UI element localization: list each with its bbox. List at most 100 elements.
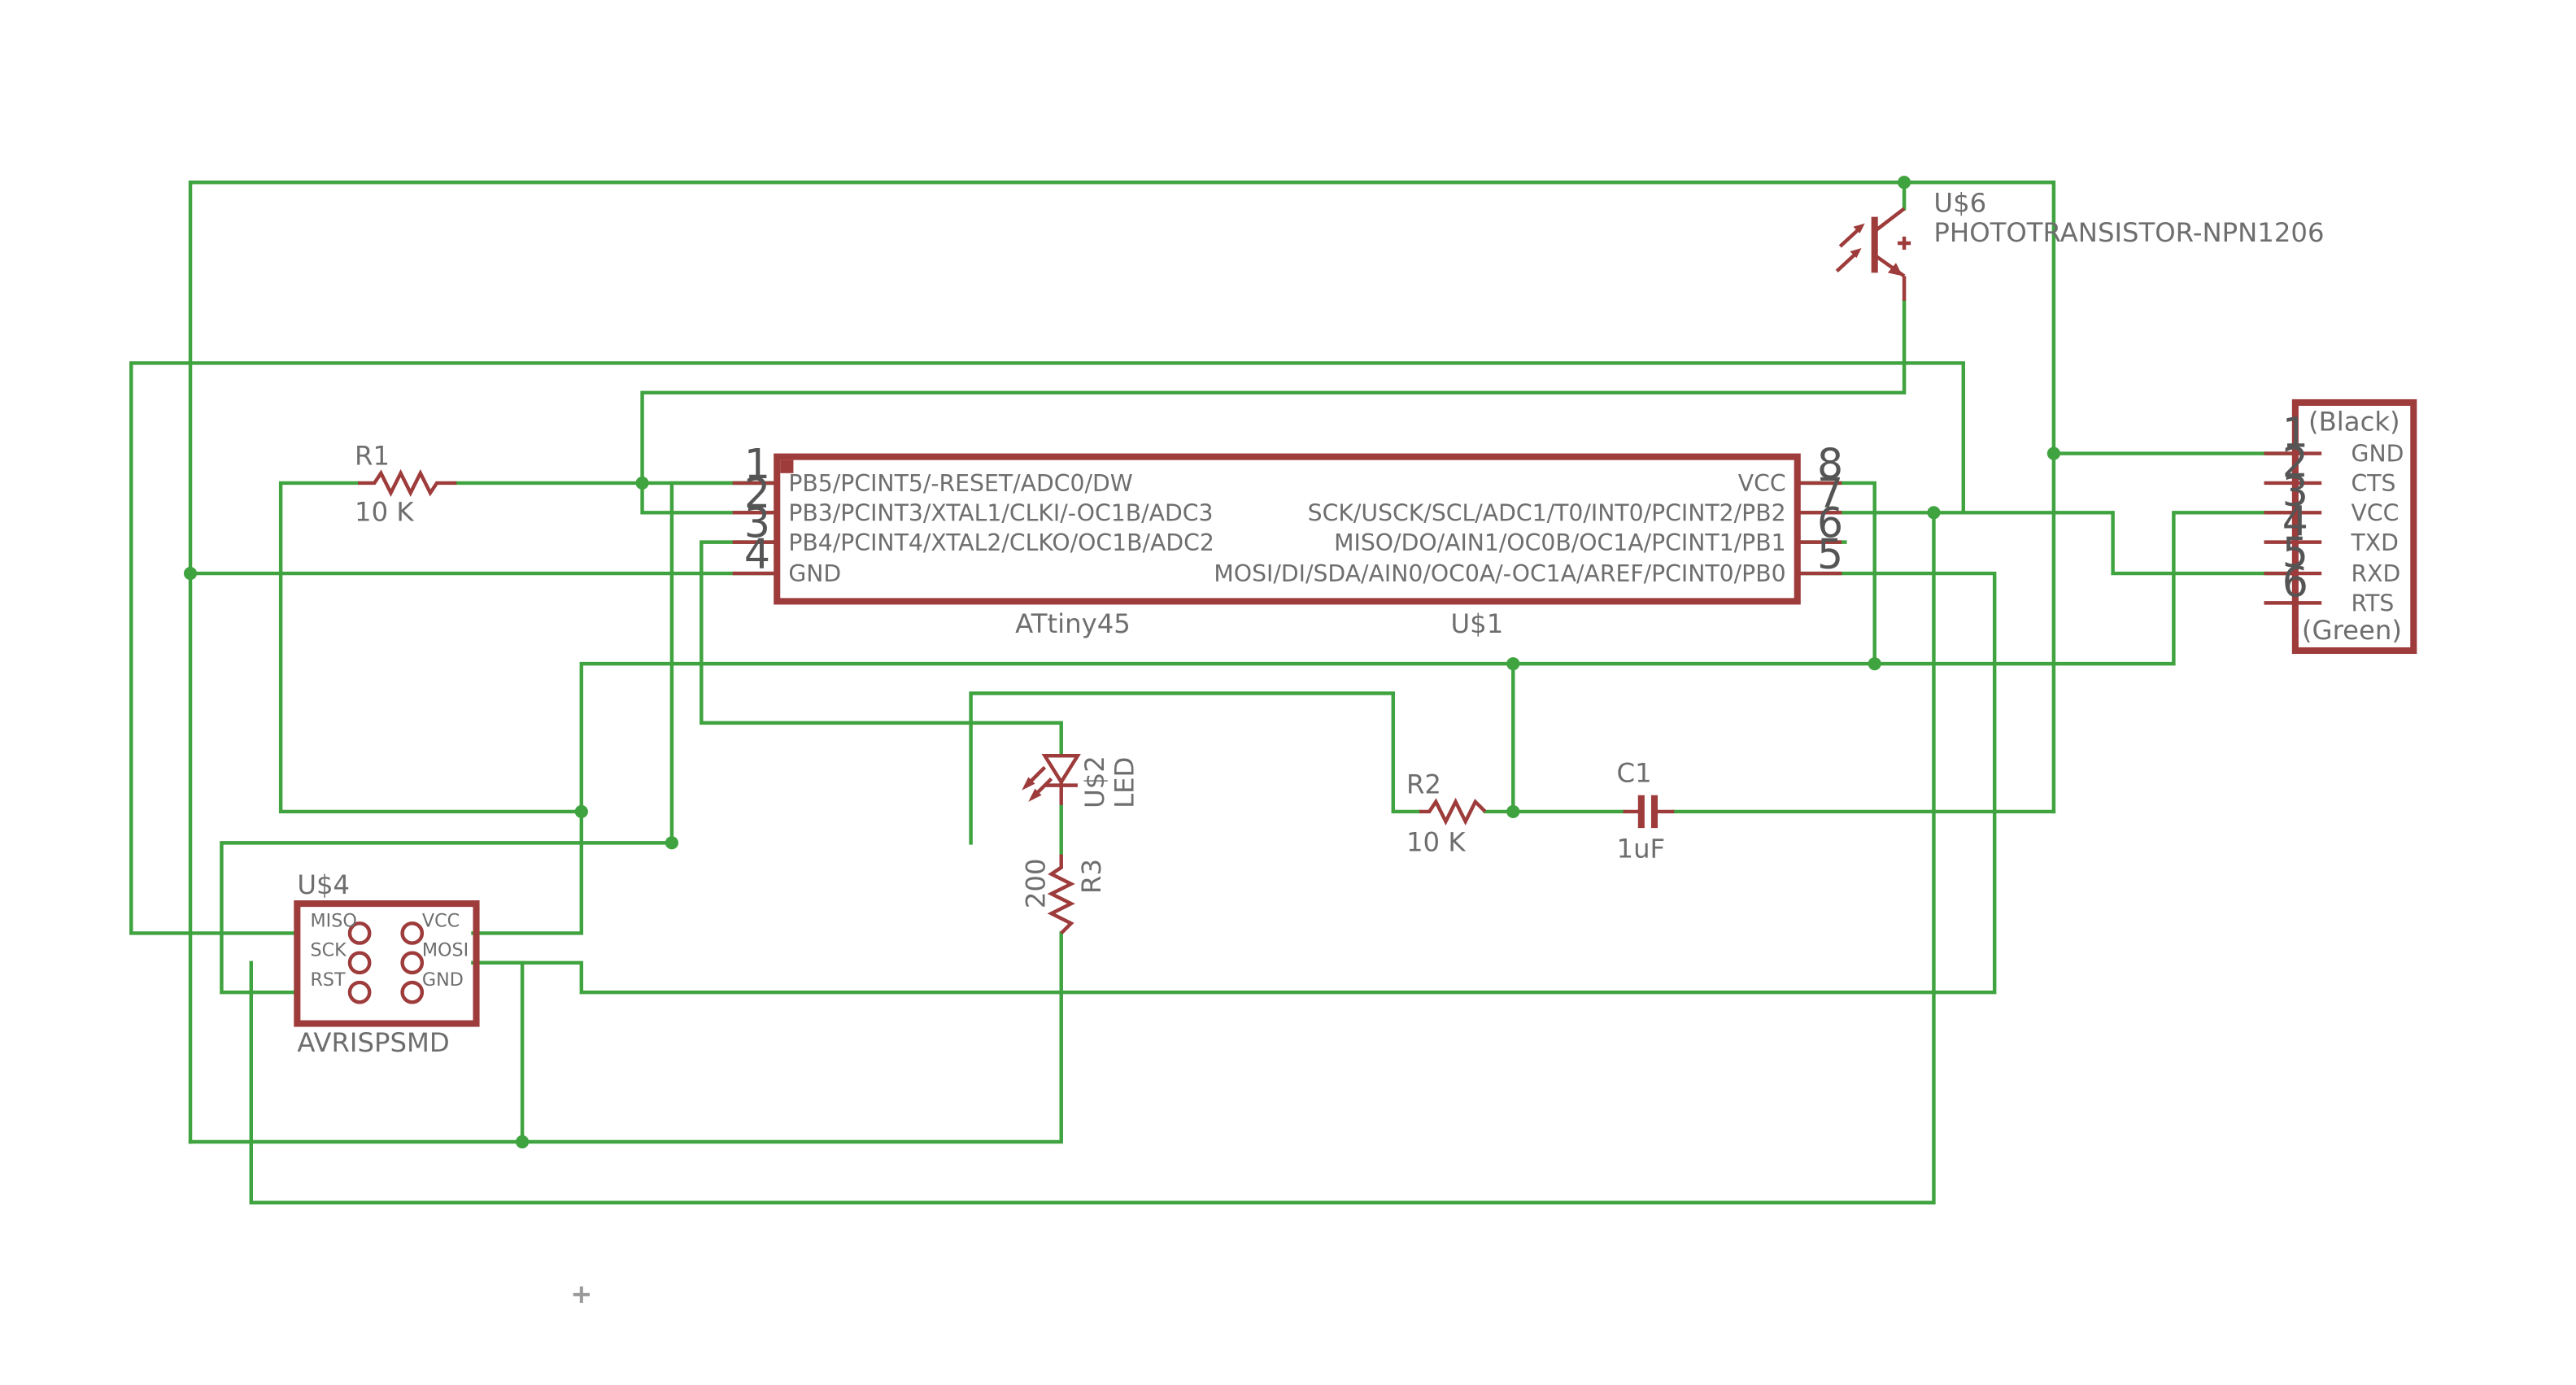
wire-gnd-r3[interactable]	[188, 931, 1063, 1144]
led-triangle	[1041, 754, 1081, 786]
u4-pin-label: VCC	[422, 910, 460, 931]
u1-pin-label: VCC	[1738, 470, 1786, 497]
u1-pin-number: 8	[1817, 440, 1843, 488]
ftdi-pin-number: 3	[2282, 468, 2308, 516]
junction-dot	[665, 836, 679, 850]
u4-pin-label: RST	[311, 969, 347, 991]
u1-pin-number: 6	[1817, 499, 1843, 547]
ftdi-pin-number: 1	[2282, 408, 2308, 456]
u4-pad	[347, 951, 372, 975]
c1-value: 1uF	[1617, 834, 1666, 865]
u1-pin-number: 3	[744, 499, 770, 547]
u1-attiny45[interactable]: 1 2 3 4 8 7 6 5 PB5/PCINT5/-RESET/ADC0/D…	[732, 440, 1843, 639]
u2-name: U$2	[1079, 756, 1110, 808]
u1-pin-number: 7	[1817, 469, 1843, 517]
u2-led[interactable]: U$2 LED	[1022, 754, 1140, 808]
wire-sck[interactable]	[471, 960, 525, 1144]
u4-pin-label: MOSI	[422, 940, 469, 961]
wire-pb4-led[interactable]	[700, 540, 1063, 755]
u4-pad	[347, 921, 372, 945]
r1-value: 10 K	[355, 496, 414, 527]
r3-resistor[interactable]: R3 200	[1021, 854, 1108, 935]
wire-miso[interactable]	[129, 361, 1966, 935]
junction-dot	[1506, 657, 1520, 671]
ftdi-body	[2291, 399, 2417, 655]
u4-body	[294, 900, 480, 1027]
u1-pin-label: SCK/USCK/SCL/ADC1/T0/INT0/PCINT2/PB2	[1308, 499, 1786, 526]
ftdi-pin-label: CTS	[2352, 470, 2396, 497]
wire-vcc-bus[interactable]	[471, 511, 2293, 935]
u4-pin-label: MISO	[311, 910, 357, 931]
r2-name: R2	[1406, 769, 1441, 800]
c1-name: C1	[1617, 758, 1652, 789]
ftdi-bottom-label: (Green)	[2302, 615, 2402, 646]
u4-pad	[400, 921, 425, 945]
ftdi-top-label: (Black)	[2308, 406, 2400, 437]
r3-value: 200	[1021, 858, 1052, 908]
origin-cross-icon	[573, 1286, 590, 1303]
ftdi-pin-number: 4	[2282, 498, 2308, 546]
ftdi-pin-label: VCC	[2352, 499, 2399, 526]
u2-value: LED	[1109, 757, 1140, 808]
junction-dot	[516, 1135, 530, 1149]
u1-pin-label: GND	[788, 560, 841, 587]
wire-pb2-rxd[interactable]	[1932, 511, 2293, 576]
wire-sck-b[interactable]	[249, 511, 1936, 1204]
u4-pad	[347, 980, 372, 1004]
u4-name: U$4	[297, 869, 350, 900]
u1-pin-label: PB4/PCINT4/XTAL2/CLKO/OC1B/ADC2	[788, 529, 1214, 556]
r2-resistor[interactable]: R2 10 K	[1406, 769, 1487, 858]
u1-pin-number: 1	[744, 440, 770, 488]
junction-dot	[2046, 446, 2060, 460]
u1-pin-label: PB3/PCINT3/XTAL1/CLKI/-OC1B/ADC3	[788, 499, 1213, 526]
junction-dot	[1506, 804, 1520, 819]
u4-pin-label: GND	[422, 969, 464, 991]
junctions	[183, 176, 2060, 1149]
r3-zigzag	[1047, 854, 1075, 935]
ftdi-pin-label: GND	[2352, 441, 2404, 468]
ftdi-pin-number: 5	[2282, 529, 2308, 577]
junction-dot	[1927, 506, 1941, 520]
u1-pin-label: MISO/DO/AIN1/OC0B/OC1A/PCINT1/PB1	[1334, 529, 1785, 556]
u1-body	[774, 453, 1801, 605]
u4-pad	[400, 980, 425, 1004]
u4-avrisp-header[interactable]: MISO SCK RST VCC MOSI GND U$4 AVRISPSMD	[294, 869, 480, 1058]
u1-pin-label: MOSI/DI/SDA/AIN0/OC0A/-OC1A/AREF/PCINT0/…	[1214, 560, 1785, 587]
u4-pad	[400, 951, 425, 975]
u6-name: U$6	[1933, 188, 1986, 219]
r1-name: R1	[355, 441, 390, 472]
ftdi-header[interactable]: (Black) (Green) 1 2 3 4 5 6 GND CTS VCC …	[2264, 399, 2417, 655]
u4-value: AVRISPSMD	[297, 1027, 449, 1058]
u1-name: U$1	[1450, 608, 1503, 639]
u1-pin-number: 5	[1817, 530, 1843, 578]
c1-capacitor[interactable]: C1 1uF	[1617, 758, 1675, 865]
u6-value: PHOTOTRANSISTOR-NPN1206	[1933, 217, 2324, 248]
r2-zigzag	[1419, 797, 1487, 826]
ftdi-pin-label: RTS	[2352, 590, 2395, 617]
r3-name: R3	[1076, 859, 1107, 894]
junction-dot	[635, 476, 649, 490]
ftdi-pin-label: RXD	[2352, 560, 2401, 587]
u1-pin-number: 2	[744, 469, 770, 517]
r1-resistor[interactable]: R1 10 K	[355, 441, 457, 528]
wire-mosi[interactable]	[471, 571, 1997, 995]
wire-gnd-top[interactable]	[188, 181, 2056, 1144]
junction-dot	[183, 566, 198, 581]
wire-led-r2[interactable]	[969, 691, 1422, 845]
wire-rst[interactable]	[220, 481, 776, 995]
ftdi-pin-number: 6	[2282, 558, 2308, 606]
u6-phototransistor[interactable]: U$6 PHOTOTRANSISTOR-NPN1206	[1835, 188, 2325, 301]
u1-value: ATtiny45	[1015, 608, 1131, 639]
junction-dot	[1868, 657, 1881, 671]
wire-r1-vcc[interactable]	[278, 481, 584, 814]
r1-zigzag	[358, 468, 457, 498]
junction-dot	[1897, 176, 1911, 189]
u1-pin1-marker	[780, 459, 794, 473]
u6-collector	[1875, 207, 1906, 232]
u4-pin-label: SCK	[311, 940, 348, 961]
ftdi-pin-label: TXD	[2351, 529, 2399, 556]
net-wires	[129, 181, 2293, 1204]
u1-pin-label: PB5/PCINT5/-RESET/ADC0/DW	[788, 470, 1132, 497]
junction-dot	[574, 804, 588, 819]
